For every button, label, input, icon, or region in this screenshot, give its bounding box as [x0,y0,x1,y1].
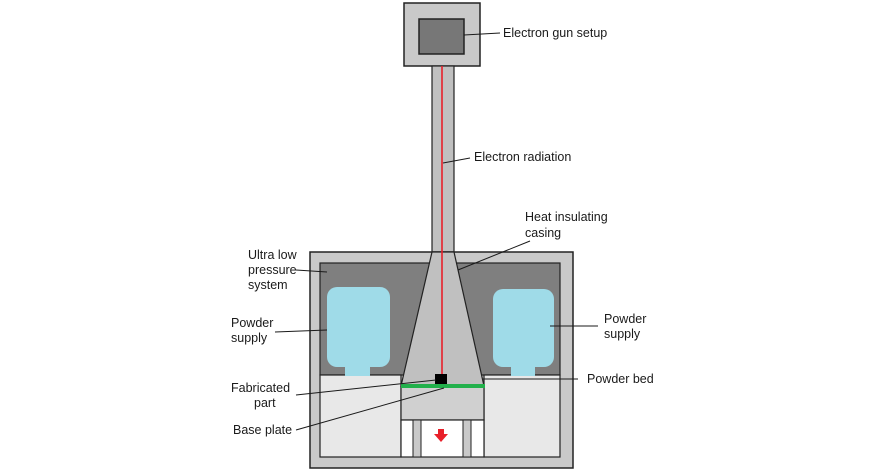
piston-rod-left [412,419,422,458]
label-fabricated-part-line2: part [254,396,276,410]
leader-lines [274,32,598,431]
leader-ultra-low [295,269,328,273]
powder-hopper-right [493,289,554,376]
leader-electron-radiation [442,157,471,164]
piston-rod-right [462,419,472,458]
base-plate [401,384,485,388]
label-powder-bed: Powder bed [587,372,654,386]
label-powder-supply-left-line2: supply [231,331,268,345]
leader-fabricated-part [295,379,437,396]
leader-base-plate [295,387,445,431]
label-ultra-low-line3: system [248,278,288,292]
label-heat-insulating-line2: casing [525,226,561,240]
label-powder-supply-left-line1: Powder [231,316,273,330]
build-chamber [400,385,485,421]
label-heat-insulating-line1: Heat insulating [525,210,608,224]
powder-bed-left-area [319,374,402,458]
powder-hopper-right-body [493,289,554,367]
label-electron-radiation: Electron radiation [474,150,571,164]
down-arrow-icon [434,429,448,442]
label-electron-gun-setup: Electron gun setup [503,26,607,40]
label-powder-supply-right-line1: Powder [604,312,646,326]
powder-hopper-right-nozzle [511,362,535,376]
label-powder-supply-right-line2: supply [604,327,641,341]
leader-powder-supply-left [274,329,328,333]
powder-hopper-left [327,287,390,376]
label-base-plate: Base plate [233,423,292,437]
label-ultra-low-line1: Ultra low [248,248,298,262]
leader-heat-insulating [457,240,531,271]
powder-hopper-left-body [327,287,390,367]
powder-hopper-left-nozzle [345,362,370,376]
leader-electron-gun [463,32,501,36]
label-fabricated-part-line1: Fabricated [231,381,290,395]
electron-gun-core [418,18,465,55]
fabricated-part [435,374,447,385]
powder-bed-right-area [483,374,561,458]
label-ultra-low-line2: pressure [248,263,297,277]
beam-column [431,65,455,253]
